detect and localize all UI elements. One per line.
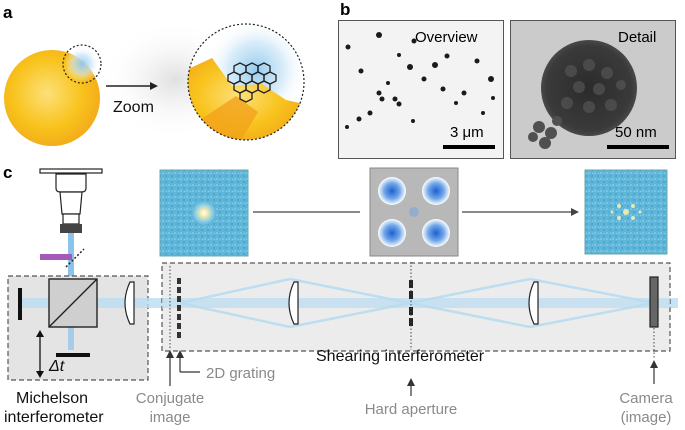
zoom-source-circle [62, 44, 102, 84]
michelson-label-line1: Michelson [15, 390, 89, 407]
molecule [227, 62, 277, 103]
fft-output-fringes [610, 204, 642, 220]
splitter-diagonal [48, 278, 98, 328]
panel-letter-b: b [340, 0, 351, 19]
camera-label-line2: (image) [620, 409, 672, 426]
fft-input-spot [192, 201, 216, 225]
overview-particles [345, 32, 495, 129]
conjugate-label-line1: Conjugate [135, 390, 205, 407]
panel-letter-a: a [3, 3, 13, 22]
conjugate-label-line2: image [149, 409, 191, 426]
fourier-dot-2 [422, 177, 450, 205]
overview-micrograph: Overview 3 μm [338, 20, 504, 159]
panel-a-illustration [4, 20, 305, 146]
detail-scale-bar [607, 145, 669, 149]
fixed-mirror [18, 288, 22, 320]
detail-micrograph: Detail 50 nm [510, 20, 676, 159]
fourier-dot-1 [378, 177, 406, 205]
panel-letter-c: c [3, 163, 13, 182]
detail-title: Detail [618, 29, 657, 46]
excitation-spot [65, 47, 99, 81]
grating [177, 278, 181, 338]
zoom-arrow-head [150, 82, 158, 90]
grating-label: 2D grating [206, 365, 276, 382]
label-arrows [166, 350, 658, 396]
dichroic-mirror [65, 248, 85, 268]
detail-particle [528, 40, 637, 149]
camera-sensor [649, 276, 659, 328]
fourier-center-dot [409, 207, 419, 217]
overview-scale-label: 3 μm [450, 124, 484, 141]
sheared-beams [179, 277, 655, 329]
fourier-dot-3 [378, 219, 406, 247]
shearing-label: Shearing interferometer [316, 348, 485, 365]
delay-label: Δt [49, 358, 65, 375]
panel-c-setup [7, 167, 678, 396]
fourier-dot-4 [422, 219, 450, 247]
michelson-label-line2: interferometer [4, 409, 104, 426]
camera-label-line1: Camera [619, 390, 673, 407]
lens-1 [288, 281, 299, 325]
zoom-label: Zoom [113, 99, 154, 116]
pump-beam [40, 254, 72, 260]
moving-mirror [56, 353, 90, 357]
microscope-objective [39, 168, 103, 233]
coupling-lens [124, 281, 135, 325]
overview-title: Overview [415, 29, 478, 46]
detail-scale-label: 50 nm [615, 124, 657, 141]
zoom-circle [187, 23, 305, 141]
lens-2 [528, 281, 539, 325]
aperture-label: Hard aperture [364, 401, 458, 418]
overview-scale-bar [443, 145, 495, 149]
